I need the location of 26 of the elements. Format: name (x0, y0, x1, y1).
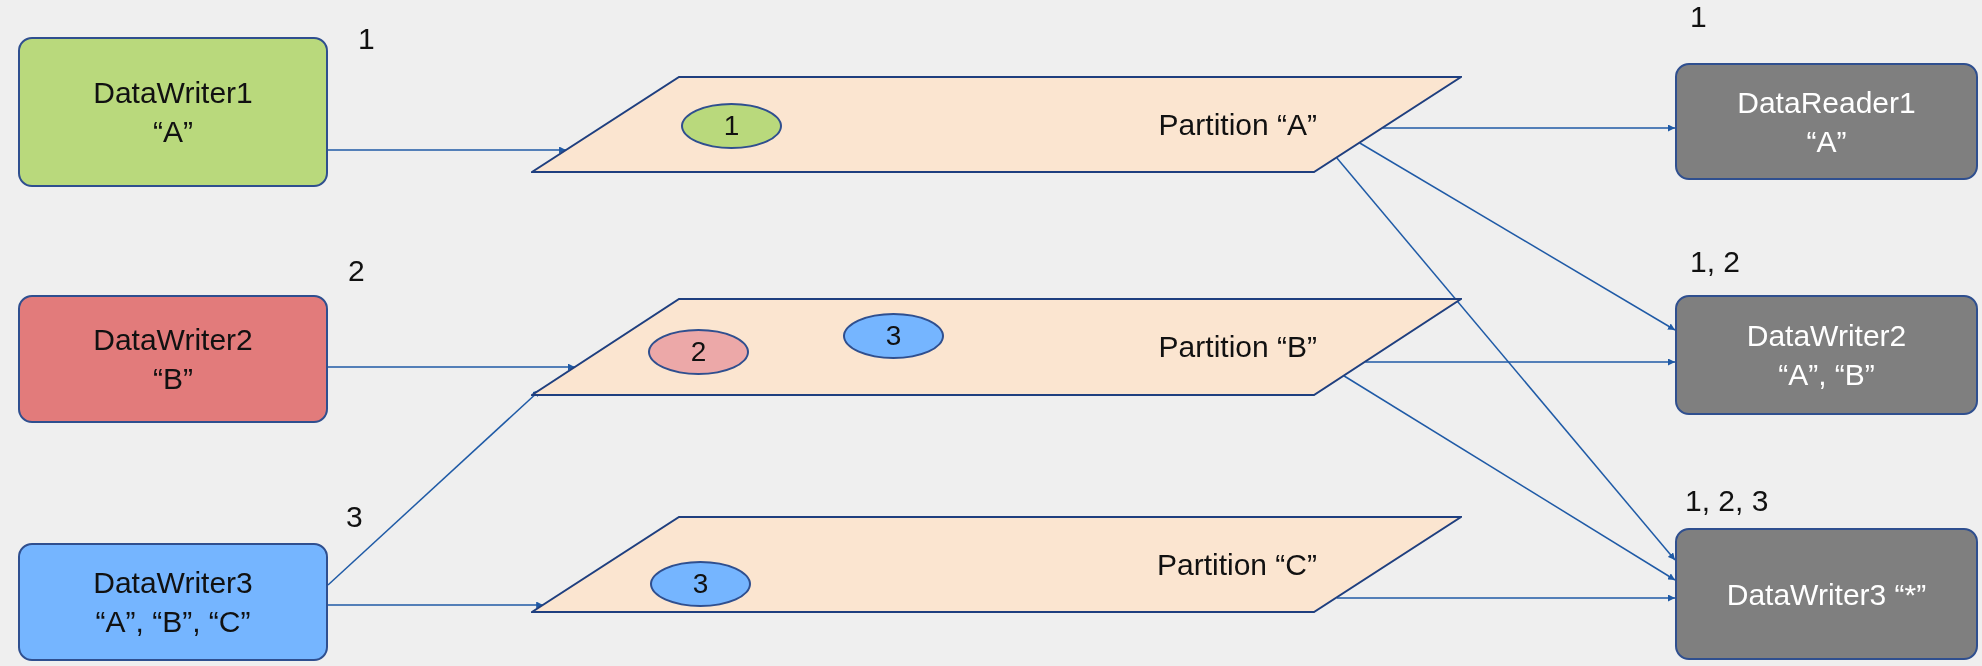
writer-box: DataWriter3 “A”, “B”, “C” (18, 543, 328, 661)
count-label: 1 (1690, 0, 1707, 34)
partition-label: Partition “A” (1158, 107, 1317, 142)
writer-box: DataWriter2 “B” (18, 295, 328, 423)
arrow (327, 389, 541, 586)
arrow (327, 363, 576, 371)
arrow (1336, 157, 1676, 561)
count-label: 1 (358, 22, 375, 56)
partition-shape (531, 76, 1462, 173)
count-label: 2 (348, 254, 365, 288)
arrow (1336, 594, 1676, 602)
count-label: 1, 2, 3 (1685, 484, 1769, 518)
reader-box: DataReader1 “A” (1675, 63, 1978, 180)
arrow (327, 601, 544, 609)
reader-box: DataWriter2 “A”, “B” (1675, 295, 1978, 415)
partition-label: Partition “B” (1158, 330, 1317, 364)
reader-box: DataWriter3 “*” (1675, 528, 1978, 660)
arrow (327, 146, 567, 154)
arrow (1359, 142, 1676, 331)
count-label: 3 (346, 500, 363, 534)
writer-box: DataWriter1 “A” (18, 37, 328, 187)
partition-shape (531, 298, 1462, 396)
partition-label: Partition “C” (1156, 547, 1317, 582)
count-label: 1, 2 (1690, 245, 1741, 279)
partition-shape (531, 516, 1462, 613)
arrow (1343, 375, 1676, 581)
